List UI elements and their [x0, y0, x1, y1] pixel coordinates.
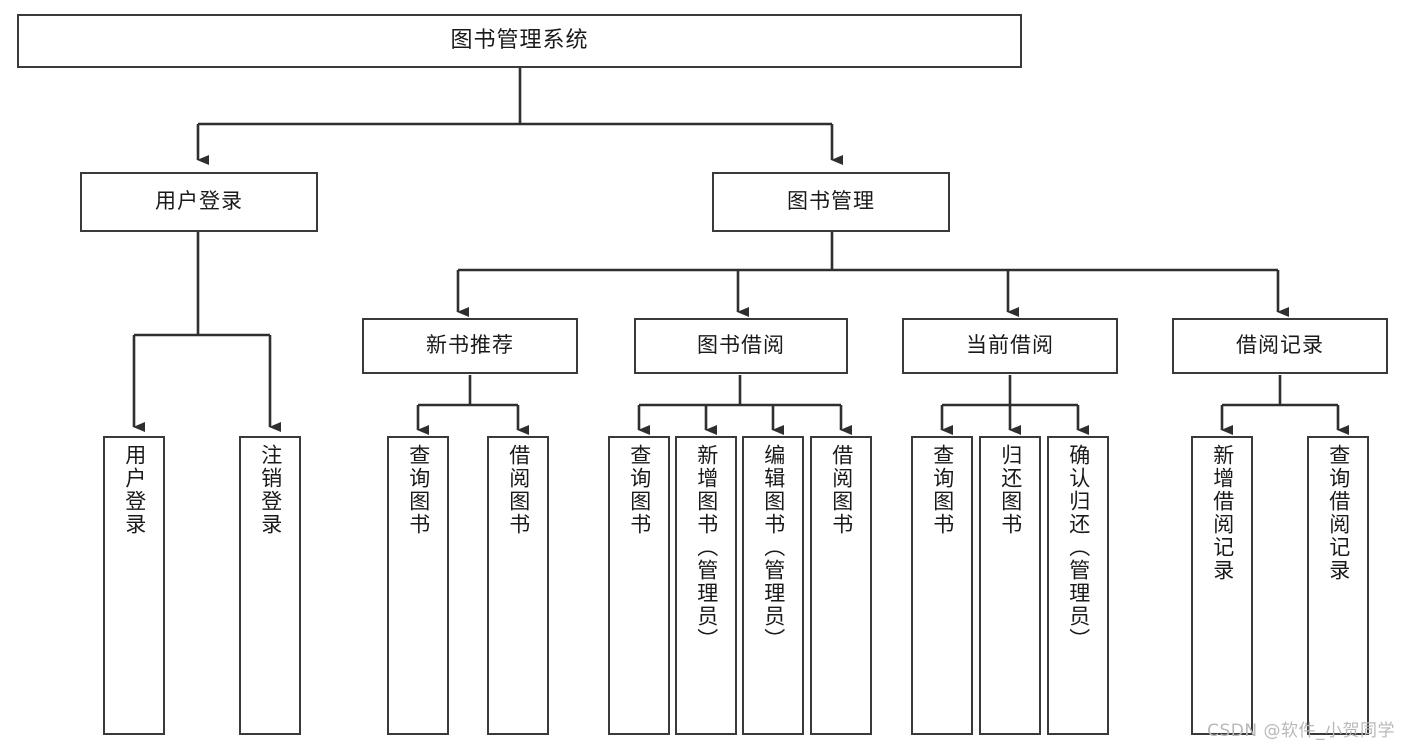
leaf-add-record-label: 新增借阅记录 [1210, 444, 1235, 582]
node-book-borrow[interactable]: 图书借阅 [634, 318, 848, 374]
leaf-borrow-book-1-label: 借阅图书 [506, 444, 531, 536]
leaf-confirm-return[interactable]: 确认归还（管理员） [1047, 436, 1109, 735]
node-new-book-recommend-label: 新书推荐 [426, 333, 514, 358]
node-book-manage-label: 图书管理 [787, 189, 875, 214]
leaf-return-book[interactable]: 归还图书 [979, 436, 1041, 735]
leaf-confirm-return-label: 确认归还（管理员） [1066, 444, 1091, 651]
node-book-borrow-label: 图书借阅 [697, 333, 785, 358]
node-user-login-label: 用户登录 [155, 189, 243, 214]
leaf-query-book-2[interactable]: 查询图书 [608, 436, 670, 735]
node-current-borrow-label: 当前借阅 [966, 333, 1054, 358]
leaf-borrow-book-1[interactable]: 借阅图书 [487, 436, 549, 735]
leaf-user-login[interactable]: 用户登录 [103, 436, 165, 735]
node-root-system[interactable]: 图书管理系统 [17, 14, 1022, 68]
leaf-query-book-1-label: 查询图书 [406, 444, 431, 536]
leaf-edit-book-label: 编辑图书（管理员） [761, 444, 786, 651]
leaf-query-record-label: 查询借阅记录 [1326, 444, 1351, 582]
node-new-book-recommend[interactable]: 新书推荐 [362, 318, 578, 374]
node-current-borrow[interactable]: 当前借阅 [902, 318, 1118, 374]
leaf-edit-book[interactable]: 编辑图书（管理员） [742, 436, 804, 735]
node-user-login[interactable]: 用户登录 [80, 172, 318, 232]
leaf-borrow-book-2-label: 借阅图书 [829, 444, 854, 536]
leaf-user-login-label: 用户登录 [122, 444, 147, 536]
node-root-label: 图书管理系统 [450, 27, 589, 53]
leaf-query-book-1[interactable]: 查询图书 [387, 436, 449, 735]
leaf-borrow-book-2[interactable]: 借阅图书 [810, 436, 872, 735]
node-borrow-record-label: 借阅记录 [1236, 333, 1324, 358]
csdn-watermark: CSDN @软件_小贺同学 [1207, 721, 1395, 741]
leaf-add-book-label: 新增图书（管理员） [694, 444, 719, 651]
leaf-add-record[interactable]: 新增借阅记录 [1191, 436, 1253, 735]
leaf-add-book[interactable]: 新增图书（管理员） [675, 436, 737, 735]
leaf-logout[interactable]: 注销登录 [239, 436, 301, 735]
leaf-query-book-3[interactable]: 查询图书 [911, 436, 973, 735]
node-borrow-record[interactable]: 借阅记录 [1172, 318, 1388, 374]
leaf-query-book-2-label: 查询图书 [627, 444, 652, 536]
node-book-manage[interactable]: 图书管理 [712, 172, 950, 232]
leaf-query-book-3-label: 查询图书 [930, 444, 955, 536]
leaf-query-record[interactable]: 查询借阅记录 [1307, 436, 1369, 735]
leaf-return-book-label: 归还图书 [998, 444, 1023, 536]
leaf-logout-label: 注销登录 [258, 444, 283, 536]
